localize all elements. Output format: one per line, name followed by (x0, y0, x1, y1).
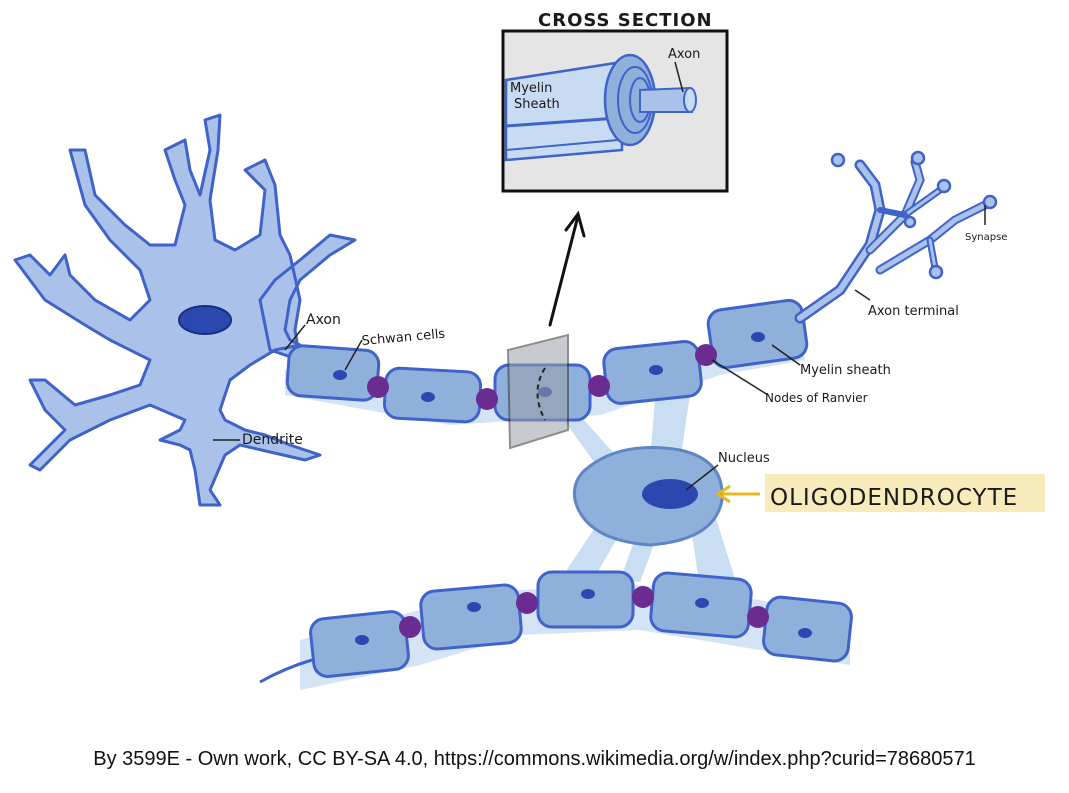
nodes-of-ranvier-label: Nodes of Ranvier (765, 391, 868, 405)
dendrite-label: Dendrite (242, 432, 303, 448)
soma-nucleus (178, 305, 232, 335)
cross-section-myelin-label: Myelin (510, 81, 552, 96)
schwann-nucleus (467, 602, 481, 612)
cross-section-sheath-label: Sheath (514, 97, 560, 112)
myelin-sheath-label: Myelin sheath (800, 363, 891, 378)
oligodendrocyte (573, 446, 724, 547)
oligodendrocyte-callout: OLIGODENDROCYTE (715, 474, 1045, 512)
nucleus-label: Nucleus (718, 451, 770, 466)
lower-axon (259, 570, 853, 684)
myelin-segment (419, 583, 523, 651)
schwann-nucleus (333, 370, 347, 380)
schwann-nucleus (581, 589, 595, 599)
section-plane (506, 333, 569, 450)
synapse-label: Synapse (965, 232, 1007, 243)
section-arrow (548, 210, 586, 327)
cross-section-axon-label: Axon (668, 47, 700, 62)
highlight-box (765, 474, 1045, 512)
synapse-bulbs (830, 150, 998, 280)
schwann-nucleus (421, 392, 435, 402)
axon-label: Axon (306, 312, 341, 328)
schwann-nucleus (355, 635, 369, 645)
oligodendrocyte-label: OLIGODENDROCYTE (770, 485, 1018, 511)
node-of-ranvier (747, 606, 769, 628)
neuron-soma (13, 113, 357, 507)
axon-terminal (794, 157, 990, 324)
schwann-cells-label: Schwan cells (361, 327, 446, 349)
myelin-segment (536, 570, 635, 629)
cross-section-title: CROSS SECTION (538, 10, 713, 31)
schwann-nucleus (649, 365, 663, 375)
node-of-ranvier (588, 375, 610, 397)
node-of-ranvier (632, 586, 654, 608)
image-credit: By 3599E - Own work, CC BY-SA 4.0, https… (93, 748, 976, 770)
cross-section-inset: CROSS SECTION Axon Myelin Sheath (501, 10, 729, 193)
myelin-segment (285, 344, 381, 402)
node-of-ranvier (367, 376, 389, 398)
schwann-nucleus (751, 332, 765, 342)
axon-terminal-label: Axon terminal (868, 304, 959, 319)
node-of-ranvier (516, 592, 538, 614)
schwann-nucleus (798, 628, 812, 638)
leader-lines (213, 205, 986, 491)
schwann-nucleus (695, 598, 709, 608)
node-of-ranvier (399, 616, 421, 638)
oligodendrocyte-nucleus (642, 479, 698, 509)
node-of-ranvier (476, 388, 498, 410)
node-of-ranvier (695, 344, 717, 366)
